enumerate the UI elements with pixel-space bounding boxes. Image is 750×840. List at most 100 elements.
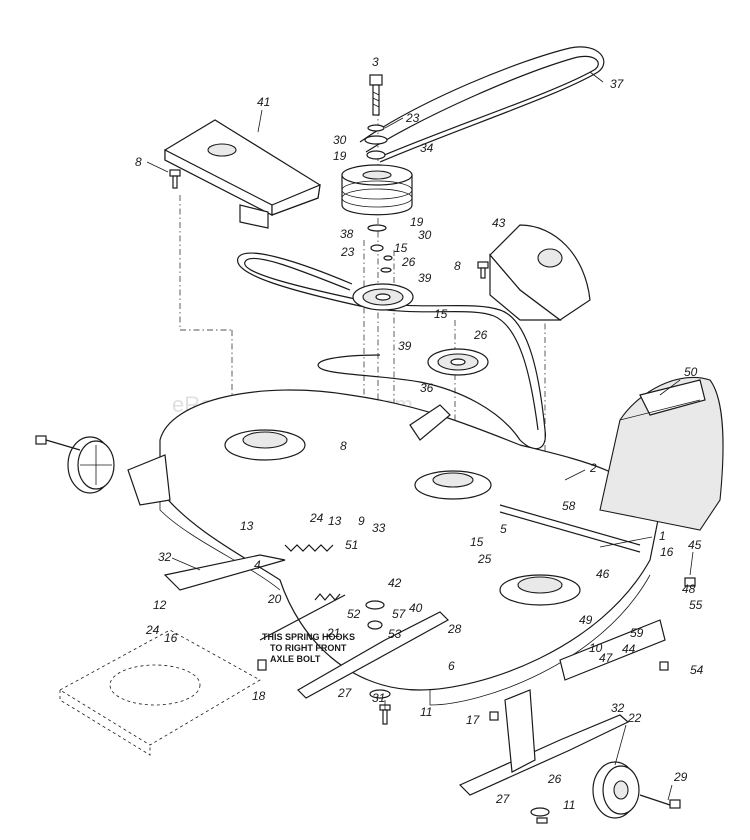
callout-40: 40 [409,601,423,615]
spindle-bolt-3 [369,74,383,116]
callout-59: 59 [630,626,644,640]
note-line-3: AXLE BOLT [270,654,321,664]
callout-32: 32 [158,550,172,564]
leader-lines [146,71,694,801]
callout-58: 58 [562,499,576,513]
springs [259,544,346,641]
callout-23: 23 [340,245,355,259]
blade-32-right [458,714,630,796]
callout-50: 50 [684,365,698,379]
callout-54: 54 [690,663,704,677]
callout-26: 26 [473,328,488,342]
callout-36: 36 [420,381,434,395]
callout-6: 6 [448,659,455,673]
spindle-spacers [364,124,388,160]
callout-39: 39 [418,271,432,285]
callout-13: 13 [240,519,254,533]
callout-20: 20 [267,592,282,606]
gauge-wheel-left [35,435,171,506]
callout-30: 30 [418,228,432,242]
callout-27: 27 [495,792,511,806]
callout-13: 13 [328,514,342,528]
callout-3: 3 [372,55,379,69]
belt-cover-43 [489,224,591,321]
bolt-8-left [169,169,181,189]
callout-34: 34 [420,141,434,155]
callout-33: 33 [372,521,386,535]
callout-5: 5 [500,522,507,536]
callout-22: 22 [627,711,642,725]
callout-30: 30 [333,133,347,147]
callout-28: 28 [447,622,462,636]
callout-1: 1 [659,529,666,543]
callout-51: 51 [345,538,358,552]
drive-rod-58 [499,504,641,553]
callout-26: 26 [401,255,416,269]
callout-11: 11 [420,705,432,719]
callout-44: 44 [622,642,636,656]
callout-labels: 3 37 41 23 8 30 34 19 19 38 30 23 15 26 … [135,55,704,812]
callout-47: 47 [599,651,614,665]
deck-belt [237,252,547,450]
callout-29: 29 [673,770,688,784]
callout-8: 8 [135,155,142,169]
callout-46: 46 [596,567,610,581]
callout-57: 57 [392,607,407,621]
callout-53: 53 [388,627,402,641]
mount-plate [59,629,261,756]
idler-pulley-39-upper [352,283,414,311]
callout-19: 19 [410,215,424,229]
blade-31 [297,611,449,699]
callout-26: 26 [547,772,562,786]
callout-39: 39 [398,339,412,353]
callout-23: 23 [405,111,420,125]
callout-25: 25 [477,552,492,566]
callout-38: 38 [340,227,354,241]
callout-2: 2 [589,461,597,475]
callout-4: 4 [254,558,261,572]
front-axle-bracket [504,619,666,773]
gauge-wheel-right [592,761,681,819]
note-line-1: THIS SPRING HOOKS [262,632,355,642]
callout-43: 43 [492,216,506,230]
note-line-2: TO RIGHT FRONT [270,643,347,653]
callout-27: 27 [337,686,353,700]
callout-11: 11 [563,798,575,812]
discharge-chute-50 [599,376,724,531]
callout-21: 21 [326,626,340,640]
callout-15: 15 [470,535,484,549]
callout-48: 48 [682,582,696,596]
callout-49: 49 [579,613,593,627]
spring-note: THIS SPRING HOOKS TO RIGHT FRONT AXLE BO… [262,632,355,664]
blade-32-left [163,554,286,591]
callout-45: 45 [688,538,702,552]
callout-16: 16 [660,545,674,559]
callout-41: 41 [257,95,270,109]
callout-52: 52 [347,607,361,621]
callout-15: 15 [434,307,448,321]
belt-cover-41 [164,119,321,229]
lower-spacers [367,224,393,273]
callout-9: 9 [358,514,365,528]
callout-32: 32 [611,701,625,715]
callout-15: 15 [394,241,408,255]
callout-12: 12 [153,598,167,612]
deck-housing [159,389,661,706]
callout-10: 10 [589,641,603,655]
callout-18: 18 [252,689,266,703]
callout-24: 24 [145,623,160,637]
callout-24: 24 [309,511,324,525]
callout-17: 17 [466,713,481,727]
callout-8: 8 [454,259,461,273]
double-pulley-38 [341,164,413,216]
callout-37: 37 [610,77,625,91]
idler-pulley-39-lower [427,348,489,376]
callout-31: 31 [372,691,385,705]
belt-guide-36 [409,404,451,441]
callout-55: 55 [689,598,703,612]
callout-19: 19 [333,149,347,163]
bolt-8-right [477,261,489,279]
callout-16: 16 [164,631,178,645]
callout-42: 42 [388,576,402,590]
